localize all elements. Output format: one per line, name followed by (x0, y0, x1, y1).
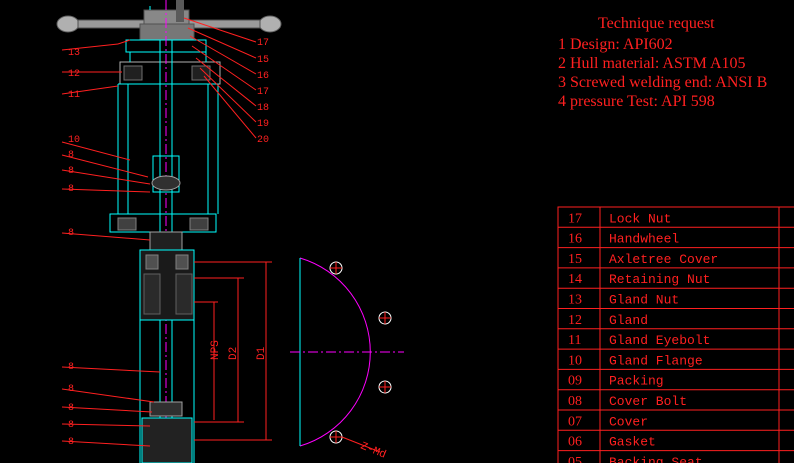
part-name: Gland Eyebolt (609, 333, 710, 348)
valve-body (139, 249, 195, 463)
handwheel (56, 0, 282, 41)
part-name: Backing Seat (609, 455, 703, 463)
parts-table (557, 206, 794, 463)
callout-11: 11 (68, 90, 80, 101)
callout-r19: 19 (257, 119, 269, 130)
callout-8f: 8 (68, 384, 74, 395)
right-leaders (183, 17, 257, 139)
technique-item-3: 3 Screwed welding end: ANSI B (558, 74, 768, 91)
dimension-labels: NPS D2 D1 (210, 340, 268, 360)
callout-8e: 8 (68, 362, 74, 373)
callout-8c: 8 (68, 184, 74, 195)
left-callout-numbers: 13 12 11 10 8 8 8 8 8 8 8 8 8 (68, 48, 80, 448)
part-number: 08 (568, 394, 582, 409)
callout-r17a: 17 (257, 38, 269, 49)
part-name: Packing (609, 374, 664, 389)
part-name: Cover (609, 414, 648, 429)
part-number: 13 (568, 293, 582, 308)
part-name: Axletree Cover (609, 252, 718, 267)
parts-table-rows: 17 Lock Nut 16 Handwheel 15 Axletree Cover 14 R… (558, 211, 794, 463)
callout-13: 13 (68, 48, 80, 59)
part-name: Gasket (609, 435, 656, 450)
part-name: Cover Bolt (609, 394, 687, 409)
technique-item-2: 2 Hull material: ASTM A105 (558, 55, 746, 72)
part-number: 09 (568, 374, 582, 389)
technique-item-4: 4 pressure Test: API 598 (558, 93, 715, 110)
dimensions (194, 261, 272, 441)
part-number: 15 (568, 252, 582, 267)
flange-view (290, 257, 404, 453)
part-name: Retaining Nut (609, 272, 710, 287)
part-number: 14 (568, 272, 582, 287)
callout-12: 12 (68, 69, 80, 80)
callout-8h: 8 (68, 420, 74, 431)
dim-nps: NPS (210, 340, 222, 360)
callout-8a: 8 (68, 150, 74, 161)
callout-8d: 8 (68, 228, 74, 239)
callout-r20: 20 (257, 135, 269, 146)
part-name: Gland (609, 313, 648, 328)
callout-10: 10 (68, 135, 80, 146)
part-name: Gland Flange (609, 353, 703, 368)
callout-8i: 8 (68, 437, 74, 448)
right-callout-numbers: 17 15 16 17 18 19 20 (257, 38, 269, 146)
part-number: 06 (568, 435, 582, 450)
part-number: 12 (568, 313, 582, 328)
dim-d1: D1 (256, 346, 268, 360)
callout-r18: 18 (257, 103, 269, 114)
dim-d2: D2 (228, 347, 240, 360)
technique-title: Technique request (598, 15, 715, 32)
bolt-spec: Z-Md (359, 441, 388, 462)
part-name: Gland Nut (609, 293, 679, 308)
callout-r16: 16 (257, 71, 269, 82)
callout-8b: 8 (68, 166, 74, 177)
part-number: 07 (568, 414, 582, 429)
yoke (109, 39, 221, 233)
technique-item-1: 1 Design: API602 (558, 36, 673, 53)
callout-r17b: 17 (257, 87, 269, 98)
stem (149, 0, 183, 463)
part-number: 05 (568, 455, 582, 463)
part-name: Lock Nut (609, 211, 671, 226)
part-number: 10 (568, 353, 582, 368)
part-number: 16 (568, 232, 582, 247)
callout-r15: 15 (257, 55, 269, 66)
left-leaders (61, 39, 161, 447)
part-name: Handwheel (609, 232, 679, 247)
part-number: 17 (568, 211, 582, 226)
part-number: 11 (568, 333, 581, 348)
callout-8g: 8 (68, 403, 74, 414)
